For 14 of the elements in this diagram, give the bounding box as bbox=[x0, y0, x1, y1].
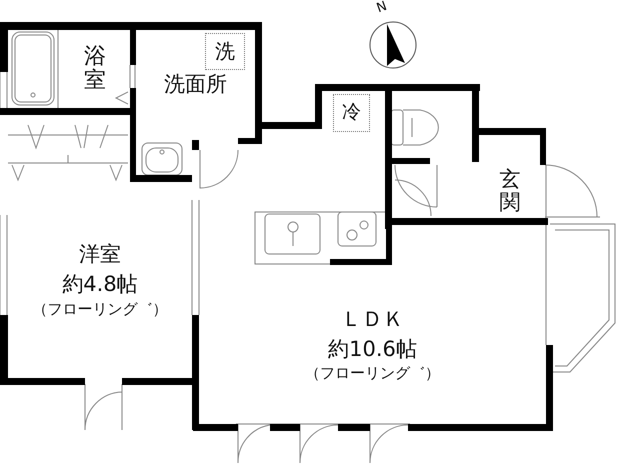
floor-type: （フローリング゛） bbox=[32, 300, 168, 318]
compass-label: N bbox=[374, 0, 389, 16]
appliance-space-box bbox=[333, 94, 370, 132]
room-size: 約4.8帖 bbox=[62, 272, 138, 297]
room-size: 約10.6帖 bbox=[328, 336, 417, 362]
floor-type: （フローリング゛） bbox=[305, 365, 440, 382]
appliance-space-box bbox=[205, 33, 245, 70]
room-name: 玄関 bbox=[500, 168, 520, 214]
room-name: 冷 bbox=[342, 102, 361, 124]
room-name: 洋室 bbox=[79, 242, 121, 266]
room-name: 浴室 bbox=[84, 44, 106, 94]
room-name: 洗 bbox=[215, 40, 235, 63]
room-name: 洗面所 bbox=[164, 72, 227, 96]
room-name: ＬＤＫ bbox=[341, 306, 404, 331]
